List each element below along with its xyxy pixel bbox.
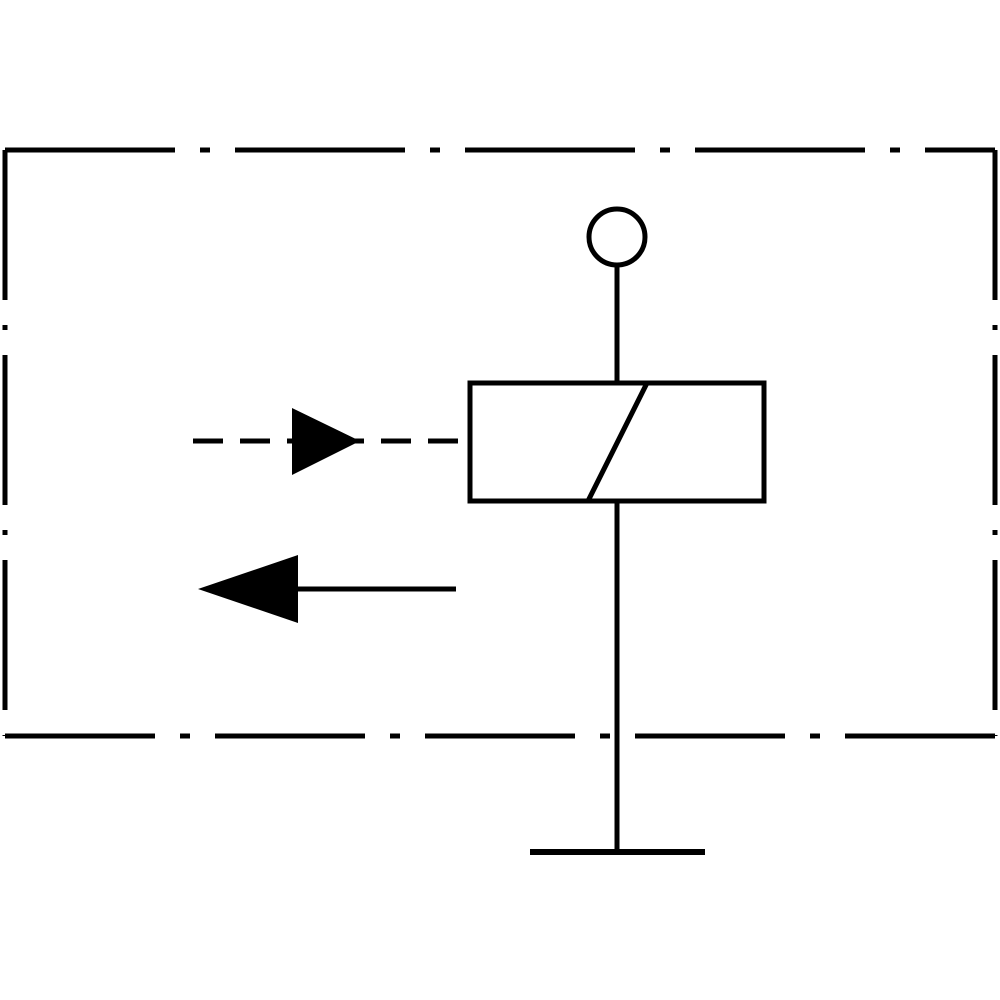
left-arrowhead-icon: [198, 555, 298, 623]
enclosure-boundary: [2, 147, 998, 739]
control-input-arrow: [193, 408, 470, 475]
output-arrow: [198, 555, 456, 623]
right-arrowhead-icon: [292, 408, 360, 475]
indicator-circle: [586, 206, 648, 268]
coil-box: [467, 380, 767, 504]
coil-diagonal: [585, 381, 650, 503]
